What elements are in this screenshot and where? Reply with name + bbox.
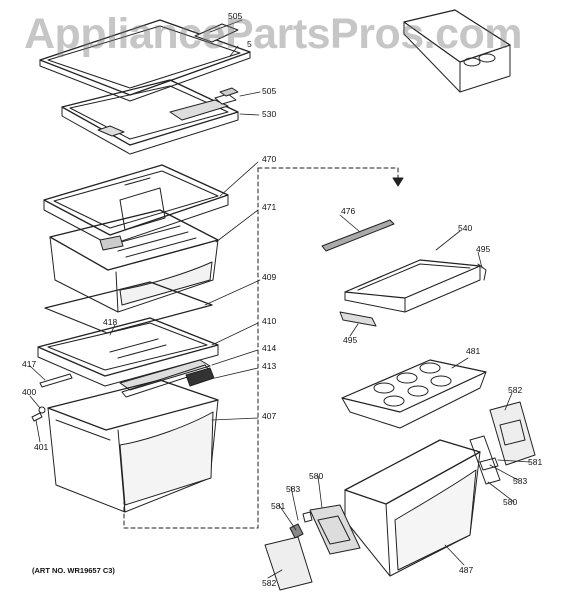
- callout-481: 481: [466, 346, 481, 356]
- callout-413: 413: [262, 361, 277, 371]
- egg-cover: [341, 359, 487, 429]
- callout-540: 540: [458, 223, 473, 233]
- callout-582-bottom: 582: [262, 578, 277, 588]
- callout-583-left: 583: [286, 484, 301, 494]
- callout-505-mid: 505: [262, 86, 277, 96]
- glass-shelf-top: [39, 19, 251, 102]
- left-small-parts: [289, 511, 313, 539]
- crisper-drawer: [49, 209, 219, 313]
- drawer-frame: [43, 164, 229, 246]
- callout-5-top: 5: [247, 39, 252, 49]
- lower-drawer: [344, 439, 481, 577]
- callout-400: 400: [22, 387, 37, 397]
- meat-pan: [344, 259, 487, 313]
- callout-583-right: 583: [513, 476, 528, 486]
- callout-414: 414: [262, 343, 277, 353]
- bottom-rail: [339, 311, 377, 327]
- right-bracket: [489, 401, 536, 466]
- callout-417: 417: [22, 359, 37, 369]
- left-slide-assembly: [309, 504, 361, 555]
- callout-487: 487: [459, 565, 474, 575]
- door-bin: [403, 9, 511, 93]
- callout-495-right: 495: [476, 244, 491, 254]
- callout-582-right: 582: [508, 385, 523, 395]
- shelf-frame: [61, 79, 239, 155]
- callout-580-right: 580: [503, 497, 518, 507]
- callout-580-left: 580: [309, 471, 324, 481]
- callout-471: 471: [262, 202, 277, 212]
- left-slide: [39, 373, 73, 388]
- art-number: (ART NO. WR19657 C3): [32, 566, 115, 575]
- leader-lines: [29, 19, 531, 579]
- clip-parts: [31, 406, 46, 422]
- callout-409: 409: [262, 272, 277, 282]
- slide-rail: [121, 364, 215, 398]
- callout-401: 401: [34, 442, 49, 452]
- callout-407: 407: [262, 411, 277, 421]
- right-small-parts: [469, 435, 501, 485]
- callout-470: 470: [262, 154, 277, 164]
- big-drawer: [47, 379, 219, 513]
- reference-arrow: [392, 177, 404, 187]
- callout-476: 476: [341, 206, 356, 216]
- rail-bar: [321, 219, 395, 252]
- pan-cover-frame: [37, 317, 219, 391]
- callout-418: 418: [103, 317, 118, 327]
- callout-581-right: 581: [528, 457, 543, 467]
- callout-505-top: 505: [228, 11, 243, 21]
- reference-dash-line: [123, 167, 399, 529]
- callout-581-left: 581: [271, 501, 286, 511]
- glass-panel: [44, 281, 213, 334]
- bottom-plate: [264, 536, 313, 591]
- callout-410: 410: [262, 316, 277, 326]
- callout-495-bottom: 495: [343, 335, 358, 345]
- callout-530: 530: [262, 109, 277, 119]
